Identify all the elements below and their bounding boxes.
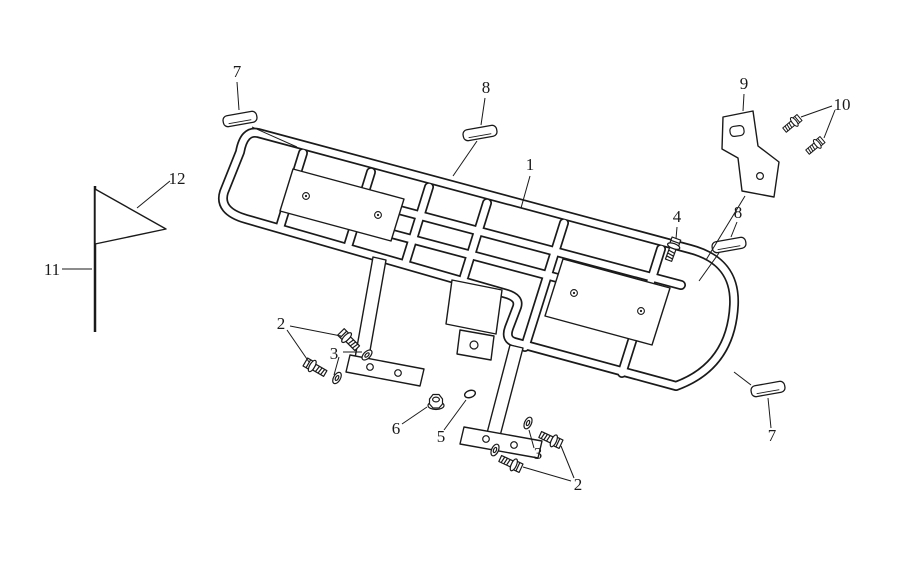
leader-line [286, 329, 310, 363]
strap-hole [510, 441, 518, 449]
leader-line [520, 175, 531, 209]
leader-line [452, 140, 478, 177]
leader-line [443, 399, 467, 431]
leader-line [401, 406, 428, 425]
strip-plate-part-7-right [749, 379, 787, 399]
strap-hole [366, 363, 374, 371]
spacer-part-5 [463, 389, 477, 399]
left-strap-foot [345, 354, 425, 387]
callout-label-7-top: 7 [233, 62, 242, 81]
flag-marker [93, 186, 167, 332]
right-mounting-plate [544, 258, 671, 346]
plate-screw [302, 192, 310, 200]
leader-line [560, 445, 575, 479]
support-bracket-part-9 [721, 110, 780, 198]
washer-part-3 [330, 370, 344, 386]
right-mounting-strap [459, 344, 543, 459]
callout-label-3-right: 3 [534, 444, 543, 463]
strap-hole [482, 435, 490, 443]
left-mounting-plate-face [279, 168, 405, 242]
leader-line [698, 252, 720, 282]
leader-line [742, 93, 745, 112]
leader-line [823, 109, 836, 139]
leader-line [528, 429, 535, 449]
callout-label-2-right: 2 [574, 475, 583, 494]
leader-line [522, 466, 572, 482]
callout-label-10: 10 [834, 95, 851, 114]
callout-label-8-right: 8 [734, 203, 743, 222]
callout-label-8-top: 8 [482, 78, 491, 97]
flange-bolt-part-2 [301, 355, 330, 380]
right-strap-arm [486, 344, 524, 437]
bracket-hole [469, 340, 479, 350]
bracket-slot [729, 124, 745, 138]
strap-hole [394, 369, 402, 377]
strip-plate-part-7-top [221, 109, 259, 129]
left-mounting-plate [279, 168, 405, 242]
plate-screw [570, 289, 578, 297]
right-strap-foot [459, 426, 543, 459]
flange-bolt-part-2 [496, 452, 525, 475]
callout-label-11: 11 [44, 260, 60, 279]
leader-line [767, 397, 772, 429]
flag-pennant-part-12 [94, 188, 167, 245]
bolt-part-10 [803, 134, 827, 157]
right-mounting-plate-face [544, 258, 671, 346]
callout-label-4: 4 [673, 207, 682, 226]
plate-screw [637, 307, 645, 315]
center-hitch-bracket [427, 279, 503, 411]
strip-plate-part-8-top [461, 123, 499, 143]
callout-label-5: 5 [437, 427, 446, 446]
callout-label-6: 6 [392, 419, 401, 438]
callout-label-2-left: 2 [277, 314, 286, 333]
callout-label-12: 12 [169, 169, 186, 188]
flange-nut-part-6 [427, 393, 445, 411]
leader-line [289, 325, 342, 337]
leader-line [333, 356, 340, 376]
callout-label-3-left: 3 [330, 344, 339, 363]
leader-line [800, 105, 833, 118]
callout-label-1: 1 [526, 155, 535, 174]
leader-line [733, 371, 752, 386]
leader-line [675, 226, 678, 240]
callout-label-7-right: 7 [768, 426, 777, 445]
leader-line [480, 97, 486, 126]
callout-labels: 1 2 2 3 3 4 5 6 7 7 8 8 9 10 11 12 [44, 62, 851, 494]
leader-line [236, 81, 240, 111]
leader-lines [62, 81, 836, 482]
bracket-hole [755, 172, 764, 181]
rack-crossbar-fill [464, 203, 487, 277]
washer-part-3 [521, 415, 535, 431]
left-mounting-strap [345, 256, 425, 387]
strip-plate-part-8-right [710, 235, 748, 255]
plate-screw [374, 211, 382, 219]
bracket-body [721, 110, 780, 198]
leader-line [705, 195, 746, 261]
leader-line [136, 180, 171, 209]
leader-line [251, 126, 298, 148]
callout-label-9: 9 [740, 74, 749, 93]
bolt-part-10 [780, 112, 804, 135]
leader-line [730, 221, 738, 238]
center-bracket-plate [445, 279, 503, 335]
rack-crossbar-fill [406, 187, 429, 261]
